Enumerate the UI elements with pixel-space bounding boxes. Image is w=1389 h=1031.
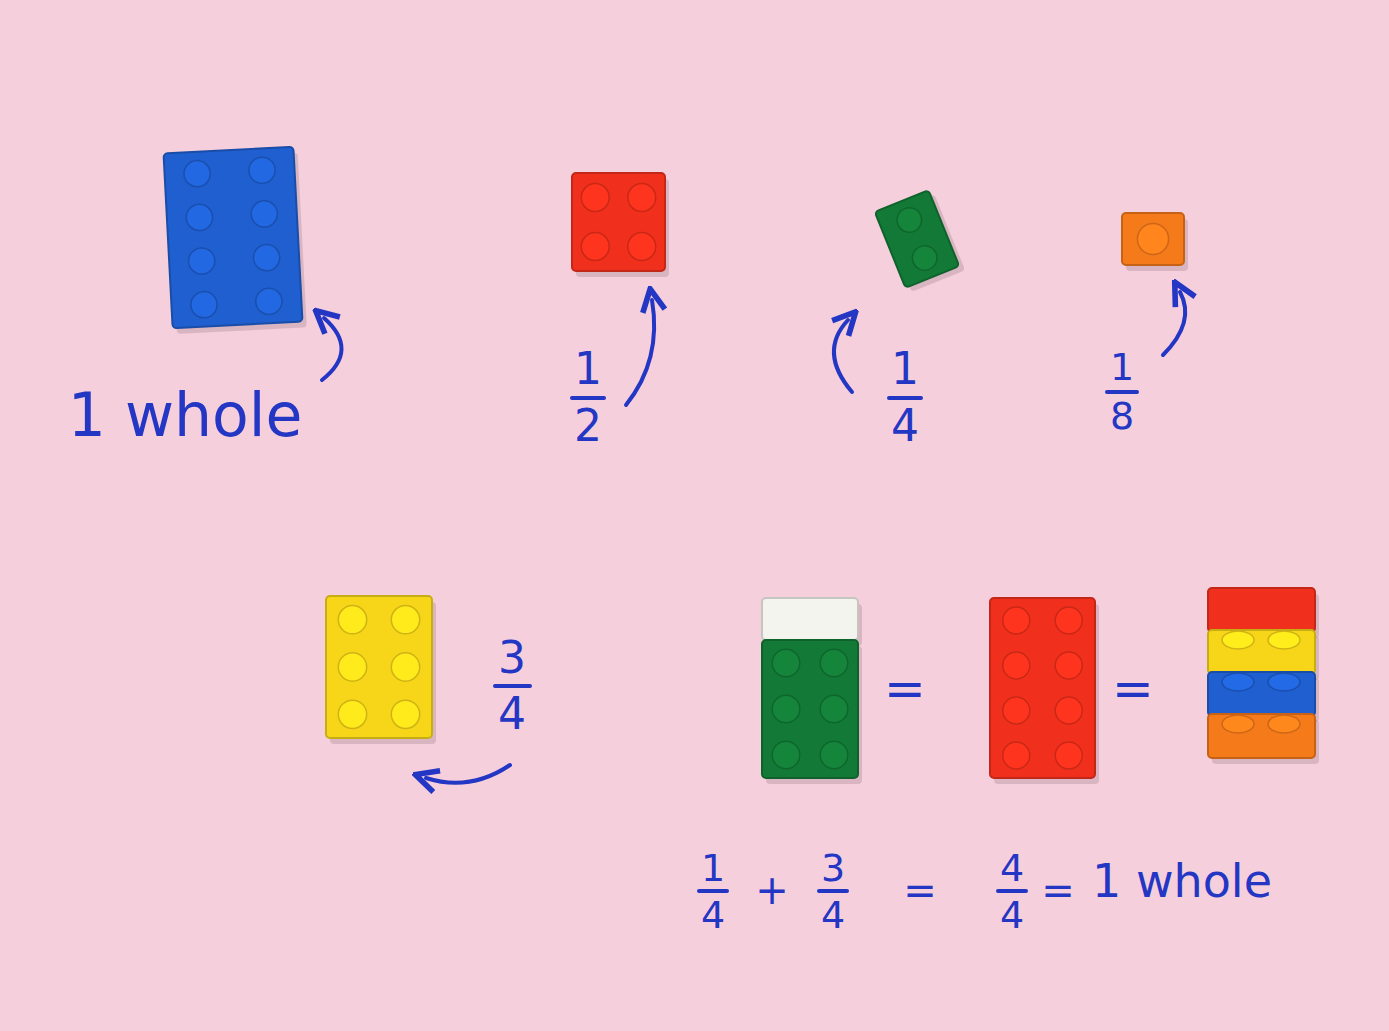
brick-body — [875, 190, 959, 288]
brick-stud — [253, 244, 281, 272]
brick-stud — [909, 242, 941, 274]
brick-stud — [391, 605, 419, 633]
brick-stud — [188, 247, 216, 275]
brick-stud — [772, 741, 800, 769]
brick-stud — [338, 700, 366, 728]
whole-label: 1 whole — [68, 385, 303, 445]
brick-stud — [1055, 697, 1082, 724]
quarter-brick — [875, 189, 965, 294]
brick-stud — [251, 200, 279, 228]
fraction-denominator: 4 — [891, 404, 919, 448]
brick-stud — [183, 160, 211, 188]
brick-stud — [581, 233, 609, 261]
fraction-bar — [889, 396, 921, 400]
brick-stud — [1222, 673, 1254, 691]
green-part-brick — [762, 640, 862, 784]
brick-stud — [1055, 742, 1082, 769]
brick-stud — [248, 156, 276, 184]
brick-stud — [820, 695, 848, 723]
stack-layer — [1208, 714, 1319, 764]
fraction-numerator: 4 — [1000, 849, 1024, 887]
equals-sign: = — [1112, 664, 1154, 714]
brick-stud — [581, 184, 609, 212]
brick-stud — [1222, 715, 1254, 733]
brick-stud — [1268, 673, 1300, 691]
fraction-numerator: 3 — [821, 849, 845, 887]
eighth-brick — [1122, 213, 1188, 271]
brick-body — [1208, 672, 1315, 716]
equals-sign: = — [884, 664, 926, 714]
fraction-bar — [819, 889, 847, 893]
fraction-numerator: 1 — [1110, 348, 1134, 386]
brick-body — [326, 596, 432, 738]
brick-stud — [1003, 652, 1030, 679]
brick-stud — [893, 204, 925, 236]
brick-stud — [772, 695, 800, 723]
brick-stud — [1003, 742, 1030, 769]
brick-stud — [820, 741, 848, 769]
brick-stud — [1003, 607, 1030, 634]
pointer-arrow — [834, 320, 852, 392]
white-part-brick — [762, 598, 862, 646]
brick-body — [762, 640, 858, 778]
brick-stud — [772, 649, 800, 677]
three-quarter-brick — [326, 596, 436, 744]
brick-body — [1208, 588, 1315, 632]
brick-body — [1208, 714, 1315, 758]
equals-sign: = — [1041, 870, 1075, 910]
whole-brick — [164, 147, 307, 335]
whole-label: 1 whole — [1092, 858, 1272, 904]
brick-stud — [391, 700, 419, 728]
brick-body — [990, 598, 1095, 778]
brick-stud — [186, 204, 214, 232]
brick-stud — [1003, 697, 1030, 724]
fraction-denominator: 4 — [701, 896, 725, 934]
brick-stud — [1268, 715, 1300, 733]
fraction-numerator: 1 — [574, 347, 602, 391]
brick-stud — [1268, 631, 1300, 649]
plus-sign: + — [755, 870, 789, 910]
fraction-bar — [495, 684, 530, 688]
brick-body — [164, 147, 303, 329]
fraction-numerator: 1 — [891, 347, 919, 391]
fraction-denominator: 4 — [498, 692, 526, 736]
pointer-arrow — [1163, 292, 1185, 355]
pointer-arrow — [426, 765, 510, 783]
brick-body — [1208, 630, 1315, 674]
pointer-arrow — [626, 300, 654, 405]
fraction-bar — [699, 889, 727, 893]
brick-stud — [338, 605, 366, 633]
brick-body — [762, 598, 858, 640]
fraction-denominator: 4 — [821, 896, 845, 934]
fraction-denominator: 2 — [574, 404, 602, 448]
brick-stud — [1222, 631, 1254, 649]
brick-stud — [190, 291, 218, 319]
brick-body — [1122, 213, 1184, 265]
brick-body — [572, 173, 665, 271]
brick-stud — [628, 184, 656, 212]
equals-sign: = — [903, 870, 937, 910]
brick-stud — [391, 653, 419, 681]
brick-stud — [338, 653, 366, 681]
fraction-numerator: 1 — [701, 849, 725, 887]
brick-stud — [820, 649, 848, 677]
pointer-arrow — [322, 318, 342, 380]
fraction-bar — [572, 396, 604, 400]
brick-stud — [628, 233, 656, 261]
fraction-bar — [1107, 390, 1137, 394]
brick-stud — [1055, 607, 1082, 634]
brick-stud — [1137, 223, 1168, 254]
fraction-bar — [998, 889, 1026, 893]
fraction-denominator: 8 — [1110, 397, 1134, 435]
fraction-numerator: 3 — [498, 636, 526, 680]
brick-stud — [255, 288, 283, 316]
fraction-denominator: 4 — [1000, 896, 1024, 934]
red-whole-brick — [990, 598, 1099, 784]
half-brick — [572, 173, 669, 277]
brick-stud — [1055, 652, 1082, 679]
